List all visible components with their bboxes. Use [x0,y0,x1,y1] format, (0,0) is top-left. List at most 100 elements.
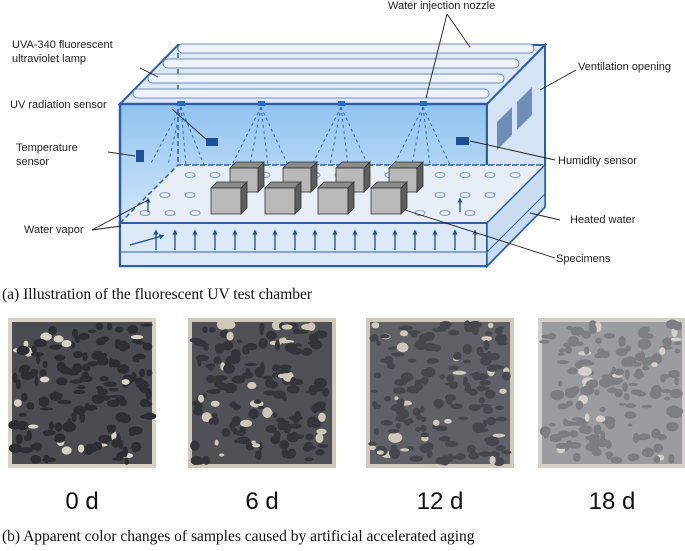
aggregate-chip [316,428,327,435]
aggregate-chip [426,449,433,459]
aggregate-chip [433,398,444,409]
aggregate-chip [128,431,136,437]
aggregate-chip [73,405,86,415]
aggregate-chip [262,375,273,380]
label-temperature-line1: Temperature [16,142,78,154]
aggregate-chip [371,401,378,407]
aggregate-chip [95,322,104,331]
aggregate-chip [547,332,557,340]
aggregate-chip [368,445,377,451]
aggregate-chip [476,385,487,392]
aggregate-chip [481,336,492,342]
aggregate-chip [624,411,637,419]
aggregate-chip [368,441,377,447]
aggregate-chip [23,340,29,348]
aggregate-chip [213,356,222,365]
aggregate-chip [115,338,121,343]
aggregate-chip [134,358,140,363]
aggregate-chip [99,336,110,342]
aggregate-chip [279,439,289,450]
aggregate-chip [595,415,606,423]
aggregate-chip [290,431,299,443]
aggregate-chip [71,328,79,339]
humidity-sensor [456,137,469,145]
aggregate-chip [476,346,484,356]
aggregate-chip [247,381,257,389]
aggregate-chip [634,352,645,362]
aggregate-chip [477,403,492,408]
aggregate-chip [43,454,50,464]
aggregate-chip [225,356,232,367]
aggregate-chip [62,421,77,433]
caption-b: (b) Apparent color changes of samples ca… [2,528,475,545]
aggregate-chip [575,341,584,346]
aggregate-chip [139,398,150,408]
aggregate-chip [240,419,253,428]
aggregate-chip [420,424,427,432]
aggregate-chip [600,430,606,441]
aggregate-chip [641,404,653,409]
aggregate-chip [106,322,113,331]
aggregate-chip [277,373,286,379]
aggregate-chip [77,444,85,453]
aggregate-chip [208,327,216,333]
aggregate-chip [393,387,406,394]
aggregate-chip [229,401,237,409]
sample-photo-18d [538,318,685,468]
aggregate-chip [15,379,21,390]
aggregate-chip [271,364,280,372]
aggregate-chip [314,401,327,408]
aggregate-chip [462,359,472,364]
temperature-sensor [136,150,144,162]
aggregate-chip [308,384,318,396]
aggregate-chip [597,348,605,355]
aggregate-chip [674,376,679,386]
aggregate-chip [486,350,492,360]
aggregate-chip [400,372,414,382]
aggregate-chip [98,434,112,444]
aggregate-chip [435,456,449,465]
sample-texture [8,318,156,468]
aggregate-chip [634,435,645,441]
aggregate-chip [495,444,505,452]
aggregate-chip [395,406,404,416]
aggregate-chip [273,430,281,440]
aggregate-chip [584,346,590,355]
aggregate-chip [558,380,563,387]
aggregate-chip [39,369,47,378]
aggregate-chip [479,397,485,404]
aggregate-chip [87,329,97,334]
aggregate-chip [315,433,324,443]
water-reservoir [119,163,546,268]
aggregate-chip [146,369,153,377]
aggregate-chip [420,405,425,413]
label-lamp-line2: ultraviolet lamp [12,53,86,65]
aggregate-chip [18,412,27,417]
aggregate-chip [223,363,235,374]
aggregate-chip [396,342,409,353]
aggregate-chip [605,451,614,458]
aggregate-chip [661,388,672,394]
sample-texture [366,318,514,468]
aggregate-chip [79,412,86,423]
aggregate-chip [483,340,490,351]
aggregate-chip [369,334,379,343]
aggregate-chip [274,340,280,351]
aggregate-chip [565,325,573,330]
aggregate-chip [215,343,225,354]
aggregate-chip [49,424,55,428]
aggregate-chip [132,442,137,453]
aggregate-chip [472,371,481,381]
label-ventilation-opening: Ventilation opening [578,61,671,73]
aggregate-chip [98,352,108,359]
aggregate-chip [205,363,216,369]
sample-label-18d: 18 d [588,488,636,515]
aggregate-chip [605,439,612,449]
aggregate-chip [106,399,120,408]
aggregate-chip [244,362,258,367]
aggregate-chip [39,407,54,411]
aggregate-chip [143,412,156,420]
aggregate-chip [118,451,125,458]
aggregate-chip [72,351,83,359]
aggregate-chip [571,417,583,421]
